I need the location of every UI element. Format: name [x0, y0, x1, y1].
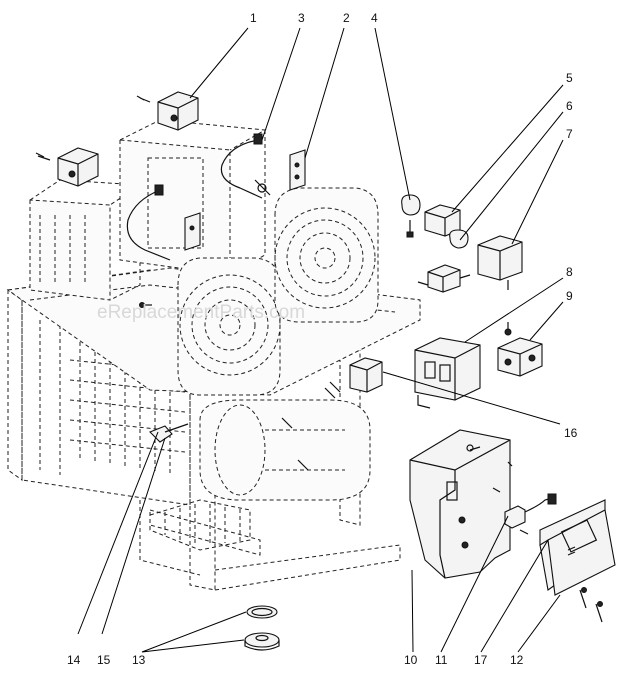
callout-6: 6 [566, 99, 573, 113]
part-8-contactor [414, 337, 481, 409]
part-3-wire-harness [126, 133, 271, 261]
part-11-connector [504, 493, 557, 535]
callout-9: 9 [566, 289, 573, 303]
part-7-relay [477, 235, 523, 290]
callout-labels: 1 3 2 4 5 6 7 8 9 16 10 11 17 12 13 14 1… [67, 11, 578, 667]
callout-4: 4 [371, 11, 378, 25]
callout-11: 11 [435, 653, 448, 667]
callout-15: 15 [97, 653, 111, 667]
callout-3: 3 [298, 11, 305, 25]
part-2-mounting-plate [184, 149, 306, 251]
fastener-screws [139, 302, 341, 471]
part-4-clip [401, 194, 421, 238]
part-13-bearing [244, 605, 280, 651]
part-6-switch [417, 264, 471, 293]
part-10-control-housing [409, 429, 513, 579]
callout-16: 16 [564, 426, 578, 440]
auger-plates [177, 187, 379, 396]
callout-14: 14 [67, 653, 81, 667]
callout-10: 10 [404, 653, 418, 667]
part-14-sensor [149, 423, 189, 443]
callout-12: 12 [510, 653, 524, 667]
callout-8: 8 [566, 265, 573, 279]
callout-7: 7 [566, 127, 573, 141]
part-16-relay [349, 357, 383, 393]
callout-17: 17 [474, 653, 488, 667]
leader-lines [77, 27, 564, 653]
callout-1: 1 [250, 11, 257, 25]
part-9-terminal-box [497, 322, 543, 377]
callout-13: 13 [132, 653, 146, 667]
callout-5: 5 [566, 71, 573, 85]
watermark-text: eReplacementParts.com [97, 302, 305, 323]
part-5-bracket [424, 204, 469, 249]
callout-2: 2 [343, 11, 350, 25]
part-17-circuit-board [539, 499, 616, 623]
part-1-solenoid-box [35, 91, 199, 187]
